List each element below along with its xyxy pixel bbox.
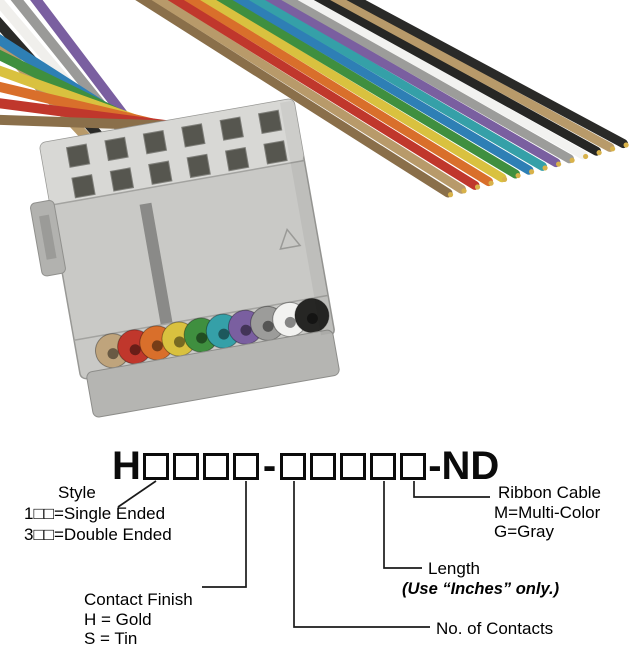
finish-option-tin: S = Tin [84, 629, 138, 648]
ribbon-cable-ends-icon [135, 0, 629, 198]
part-number: H - -ND [112, 444, 499, 488]
pn-separator: - [262, 444, 277, 488]
pn-prefix: H [112, 444, 141, 488]
pn-length-box [370, 452, 397, 480]
wire-loops [94, 298, 330, 369]
pn-contacts-box [280, 452, 307, 480]
contact-holes [65, 109, 288, 199]
contact-finish-title: Contact Finish [84, 590, 193, 609]
polarization-slot [139, 202, 173, 325]
ribbon-cable-title: Ribbon Cable [498, 483, 602, 502]
contacts-callout-line [293, 481, 430, 628]
pn-length-box [340, 452, 367, 480]
finish-callout-line [202, 481, 247, 588]
style-option-double-ended: 3□□=Double Ended [24, 525, 172, 544]
latch-notch [39, 214, 57, 260]
length-title: Length [428, 559, 480, 578]
product-photo [0, 0, 629, 418]
strain-relief-bar [86, 329, 340, 418]
pn-suffix: -ND [428, 444, 500, 488]
cap-seam [50, 159, 305, 207]
ribbon-option-multicolor: M=Multi-Color [494, 503, 601, 522]
pn-finish-box [232, 452, 259, 480]
pn-style-box [142, 452, 169, 480]
body-seam [73, 294, 329, 341]
length-note: (Use “Inches” only.) [402, 580, 560, 598]
length-callout-line [383, 481, 422, 569]
no-of-contacts-title: No. of Contacts [436, 619, 554, 638]
body-shade [280, 100, 335, 336]
molded-triangle-mark [279, 228, 302, 250]
style-option-single-ended: 1□□=Single Ended [24, 504, 166, 523]
pn-contacts-box [310, 452, 337, 480]
pn-box [172, 452, 199, 480]
pn-ribbon-box [400, 452, 427, 480]
idc-connector-icon [30, 98, 340, 418]
finish-option-gold: H = Gold [84, 610, 152, 629]
style-title: Style [58, 483, 96, 502]
ribbon-option-gray: G=Gray [494, 522, 554, 541]
pn-box [202, 452, 229, 480]
